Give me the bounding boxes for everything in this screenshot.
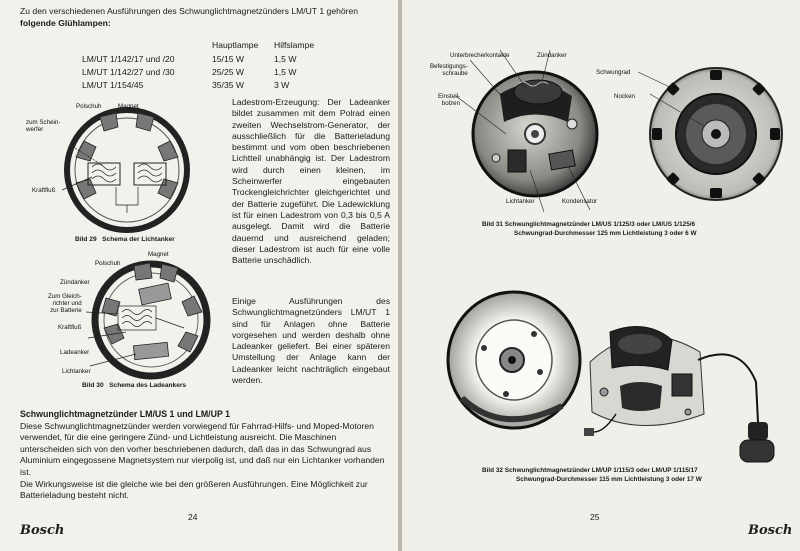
fig30-label-gleichrichter: Zum Gleich- richter und zur Batterie	[48, 293, 82, 314]
table-row: LM/UT 1/142/17 und /20 15/15 W 1,5 W	[82, 52, 324, 65]
fig30-label-ladeanker: Ladeanker	[60, 349, 90, 356]
ladestrom-paragraph: Ladestrom-Erzeugung: Der Ladeanker bilde…	[232, 97, 390, 266]
intro-line-1: Zu den verschiedenen Ausführungen des Sc…	[20, 6, 359, 16]
table-cell: 1,5 W	[274, 66, 297, 77]
fig30-label-magnet: Magnet	[148, 251, 169, 258]
left-page: Zu den verschiedenen Ausführungen des Sc…	[0, 0, 398, 551]
figure-31-flywheel-photo	[637, 67, 783, 201]
table-row: LM/UT 1/142/27 und /30 25/25 W 1,5 W	[82, 65, 324, 78]
fig31-label-befestigung: Befestigungs- schraube	[430, 63, 468, 77]
table-cell: LM/UT 1/142/17 und /20	[82, 53, 175, 64]
figure-29-diagram	[61, 107, 190, 233]
fig31-label-einstell: Einstell- bolzen	[438, 93, 461, 107]
fig30-label-polschuh: Polschuh	[95, 260, 121, 267]
einige-paragraph: Einige Ausführungen des Schwunglichtmagn…	[232, 296, 390, 386]
table-header-row: Hauptlampe Hilfslampe	[82, 38, 324, 52]
section-heading: Schwunglichtmagnetzünder LM/US 1 und LM/…	[20, 409, 230, 419]
right-page: Unterbrecherkontakte Zündanker Befestigu…	[402, 0, 800, 551]
fig31-label-lichtanker: Lichtanker	[506, 198, 535, 205]
lamp-table: Hauptlampe Hilfslampe LM/UT 1/142/17 und…	[82, 38, 324, 91]
figure-32-flywheel-photo	[446, 290, 582, 430]
table-row: LM/UT 1/154/45 35/35 W 3 W	[82, 78, 324, 91]
fig29-label-scheinwerfer: zum Schein- werfer	[26, 119, 61, 133]
fig30-caption-text: Schema des Ladeankers	[109, 382, 187, 389]
fig30-label-lichtanker: Lichtanker	[62, 368, 91, 375]
table-header	[82, 38, 212, 52]
intro-paragraph: Zu den verschiedenen Ausführungen des Sc…	[20, 6, 380, 29]
bosch-logo-left: Bosch	[20, 523, 65, 538]
wirkungsweise-paragraph: Die Wirkungsweise ist die gleiche wie be…	[20, 479, 368, 501]
fig30-label-kraftfluss: Kraftfluß	[58, 324, 82, 331]
fig31-label-schwungrad: Schwungrad	[596, 69, 631, 76]
page-number-left: 24	[188, 512, 198, 522]
fig31-label-nocken: Nocken	[614, 93, 635, 100]
fig32-caption-line-1: Bild 32 Schwunglichtmagnetzünder LM/UP 1…	[482, 467, 698, 474]
figure-32-stator-photo	[584, 326, 775, 463]
table-cell: 3 W	[274, 79, 290, 90]
fig31-label-unterbrecher: Unterbrecherkontakte	[450, 52, 510, 59]
fig30-label-zuendanker: Zündanker	[60, 279, 90, 286]
table-cell: 1,5 W	[274, 53, 297, 64]
fig29-caption-text: Schema der Lichtanker	[102, 236, 175, 243]
fig29-caption: Bild 29 Schema der Lichtanker	[75, 236, 175, 244]
fig29-label-magnet: Magnet	[118, 103, 139, 110]
fig31-label-kondensator: Kondensator	[562, 198, 598, 205]
table-header: Hauptlampe	[212, 40, 259, 50]
fig29-caption-number: Bild 29	[75, 236, 97, 243]
intro-line-2: folgende Glühlampen:	[20, 17, 111, 28]
book-gutter	[398, 0, 402, 551]
table-cell: LM/UT 1/154/45	[82, 79, 144, 90]
page-number-right: 25	[590, 512, 600, 522]
table-cell: 15/15 W	[212, 53, 245, 64]
fig31-caption-line-2: Schwungrad-Durchmesser 125 mm Lichtleist…	[514, 229, 697, 237]
fig29-label-kraftfluss: Kraftfluß	[32, 187, 56, 194]
bosch-logo-right: Bosch	[748, 523, 793, 538]
fig32-caption: Bild 32 Schwunglichtmagnetzünder LM/UP 1…	[482, 467, 702, 484]
table-cell: 35/35 W	[212, 79, 245, 90]
fig31-label-zuendanker: Zündanker	[537, 52, 567, 59]
figure-31-stator-photo	[455, 49, 599, 213]
table-cell: 25/25 W	[212, 66, 245, 77]
fig29-label-polschuh: Polschuh	[76, 103, 102, 110]
fig32-caption-line-2: Schwungrad-Durchmesser 115 mm Lichtleist…	[516, 475, 702, 483]
fig31-caption: Bild 31 Schwunglichtmagnetzünder LM/US 1…	[482, 221, 697, 238]
us-paragraph: Diese Schwunglichtmagnetzünder werden vo…	[20, 421, 385, 477]
fig30-caption: Bild 30 Schema des Ladeankers	[82, 382, 186, 390]
figure-30-diagram	[85, 260, 211, 380]
fig31-caption-line-1: Bild 31 Schwunglichtmagnetzünder LM/US 1…	[482, 221, 696, 228]
table-cell: LM/UT 1/142/27 und /30	[82, 66, 175, 77]
table-header: Hilfslampe	[274, 40, 315, 50]
fig30-caption-number: Bild 30	[82, 382, 104, 389]
